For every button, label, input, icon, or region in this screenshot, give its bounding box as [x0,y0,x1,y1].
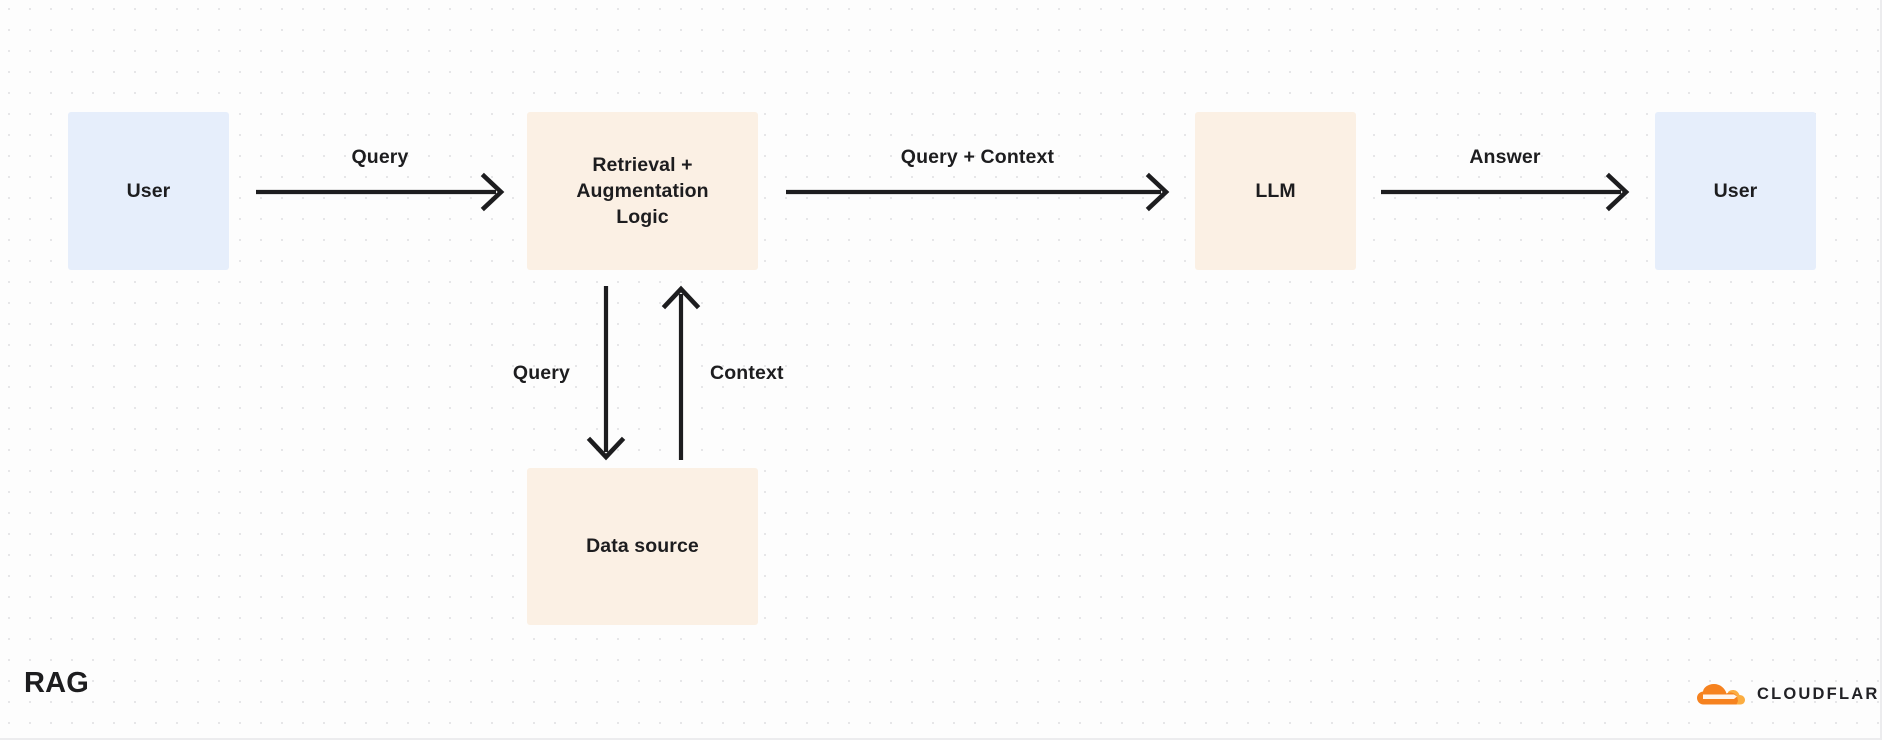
cloudflare-logo: CLOUDFLARE [1697,681,1882,707]
arrow-llm-to-user [1381,172,1630,212]
node-user-left[interactable]: User [68,112,229,270]
node-retrieval-augmentation-logic[interactable]: Retrieval + Augmentation Logic [527,112,758,270]
node-retrieval-label-line1: Retrieval + [592,153,693,176]
edge-label-context: Context [710,362,784,384]
diagram-caption: RAG [24,667,90,699]
node-llm-label: LLM [1255,179,1296,202]
cloudflare-wordmark: CLOUDFLARE [1757,684,1882,703]
arrow-data-source-to-retrieval [661,285,701,460]
edge-label-query-retrieval-to-data-source: Query [512,362,570,384]
node-retrieval-label-line3: Logic [616,206,669,229]
node-data-source-label: Data source [586,535,699,558]
arrow-retrieval-to-llm [786,172,1170,212]
node-llm[interactable]: LLM [1195,112,1356,270]
edge-label-answer: Answer [1469,146,1541,168]
arrow-retrieval-to-data-source [586,286,626,461]
node-user-left-label: User [126,179,171,202]
arrow-user-to-retrieval [256,172,505,212]
node-user-right[interactable]: User [1655,112,1816,270]
node-retrieval-label-line2: Augmentation [576,179,709,202]
edge-label-query-user-to-retrieval: Query [351,146,409,168]
edge-label-query-context: Query + Context [900,146,1055,168]
node-retrieval-label: Retrieval + Augmentation Logic [576,152,708,231]
cloudflare-cloud-icon [1697,684,1745,705]
node-data-source[interactable]: Data source [527,468,758,625]
node-user-right-label: User [1713,179,1758,202]
